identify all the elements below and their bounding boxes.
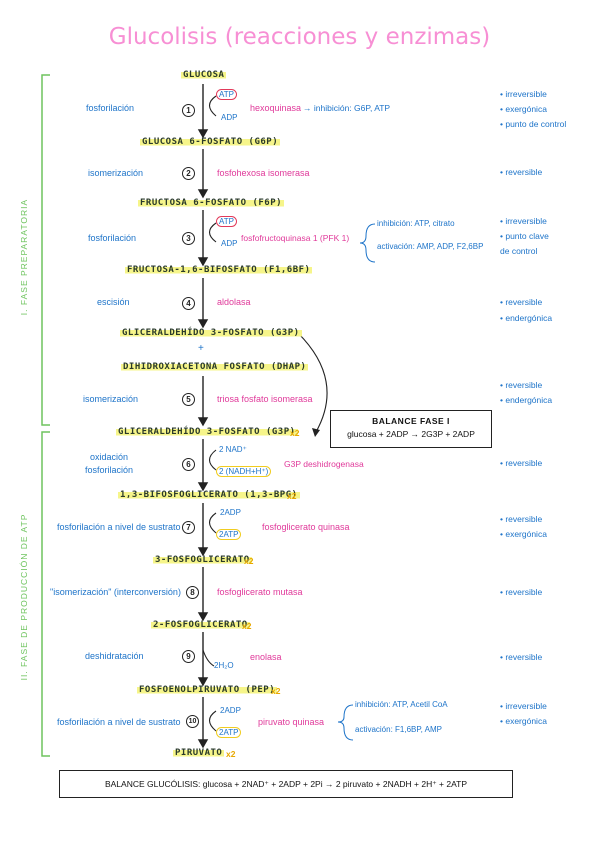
step-1-prop-1: • irreversible <box>500 89 547 99</box>
step-3-in: ATP <box>216 216 237 227</box>
x2-g3p: x2 <box>290 428 300 438</box>
step-5-prop-1: • reversible <box>500 380 543 390</box>
metabolite-glucosa: GLUCOSA <box>181 70 227 80</box>
step-8-enzyme: fosfoglicerato mutasa <box>217 587 303 597</box>
step-3-prop-2: • punto clave <box>500 231 549 241</box>
step-3-number: 3 <box>182 232 195 245</box>
balance-phase-1-title: BALANCE FASE I <box>372 416 450 426</box>
step-1-in: ATP <box>216 89 237 100</box>
step-1-prop-2: • exergónica <box>500 104 547 114</box>
step-3-activation: activación: AMP, ADP, F2,6BP <box>377 242 484 251</box>
step-6-reaction-2: fosforilación <box>85 465 134 475</box>
step-5-number: 5 <box>182 393 195 406</box>
step-8-reaction: "isomerización" (interconversión) <box>50 587 181 597</box>
step-5-prop-2: • endergónica <box>500 395 553 405</box>
step-1-out: ADP <box>221 113 238 122</box>
step-9-prop-1: • reversible <box>500 652 543 662</box>
step-10-enzyme: piruvato quinasa <box>258 717 325 727</box>
balance-phase-1-equation: glucosa + 2ADP → 2G3P + 2ADP <box>347 429 475 439</box>
metabolite-piruvato: PIRUVATO <box>173 748 225 758</box>
step-10-prop-1: • irreversible <box>500 701 547 711</box>
step-9-number: 9 <box>182 650 195 663</box>
step-4-number: 4 <box>182 297 195 310</box>
step-10-activation: activación: F1,6BP, AMP <box>355 725 443 734</box>
step-7-number: 7 <box>182 521 195 534</box>
metabolite-13bpg: 1,3-BIFOSFOGLICERATO (1,3-BPG) <box>118 490 300 500</box>
step-2-reaction: isomerización <box>88 168 144 178</box>
step-9-reaction: deshidratación <box>85 651 144 661</box>
step-6-reaction-1: oxidación <box>90 452 129 462</box>
plus-sign: + <box>198 343 204 354</box>
x2-13bpg: x2 <box>287 491 297 501</box>
step-8-number: 8 <box>186 586 199 599</box>
x2-2pg: x2 <box>242 621 252 631</box>
step-7-prop-1: • reversible <box>500 514 543 524</box>
metabolite-2pg: 2-FOSFOGLICERATO <box>151 620 250 630</box>
metabolite-3pg: 3-FOSFOGLICERATO <box>153 555 252 565</box>
phase-1-label: I. FASE PREPARATORIA <box>19 198 29 316</box>
metabolite-g3p-a: GLICERALDEHÍDO 3-FOSFATO (G3P) <box>120 328 302 338</box>
step-1-note: → inhibición: G6P, ATP <box>303 103 391 113</box>
step-2-prop-1: • reversible <box>500 167 543 177</box>
x2-piruvato: x2 <box>226 749 236 759</box>
step-8-prop-1: • reversible <box>500 587 543 597</box>
step-2-enzyme: fosfohexosa isomerasa <box>217 168 310 178</box>
step-10-reaction: fosforilación a nivel de sustrato <box>57 717 181 727</box>
step-9-out: 2H₂O <box>214 661 234 670</box>
step-7-out: 2ATP <box>216 529 242 540</box>
step-10-prop-2: • exergónica <box>500 716 547 726</box>
metabolite-g6p: GLUCOSA 6-FOSFATO (G6P) <box>140 137 281 147</box>
step-6-prop-1: • reversible <box>500 458 543 468</box>
balance-glycolysis: BALANCE GLUCÓLISIS: glucosa + 2NAD⁺ + 2A… <box>59 770 513 798</box>
step-1-prop-3: • punto de control <box>500 119 567 129</box>
step-1-number: 1 <box>182 104 195 117</box>
step-7-in: 2ADP <box>220 508 241 517</box>
metabolite-pep: FOSFOENOLPIRUVATO (PEP) <box>137 685 278 695</box>
step-9-enzyme: enolasa <box>250 652 282 662</box>
metabolite-dhap: DIHIDROXIACETONA FOSFATO (DHAP) <box>121 362 309 372</box>
step-1-reaction: fosforilación <box>86 103 135 113</box>
step-4-enzyme: aldolasa <box>217 297 251 307</box>
step-10-inhibition: inhibición: ATP, Acetil CoA <box>355 700 448 709</box>
step-3-prop-1: • irreversible <box>500 216 547 226</box>
step-6-enzyme: G3P deshidrogenasa <box>284 459 364 469</box>
step-1-enzyme: hexoquinasa <box>250 103 302 113</box>
step-10-number: 10 <box>186 715 199 728</box>
x2-3pg: x2 <box>244 556 254 566</box>
step-3-inhibition: inhibición: ATP, citrato <box>377 219 455 228</box>
step-3-out: ADP <box>221 239 238 248</box>
x2-pep: x2 <box>271 686 281 696</box>
step-10-in: 2ADP <box>220 706 241 715</box>
metabolite-g3p-b: GLICERALDEHÍDO 3-FOSFATO (G3P) <box>116 427 298 437</box>
step-3-reaction: fosforilación <box>88 233 137 243</box>
step-7-enzyme: fosfoglicerato quinasa <box>262 522 350 532</box>
step-4-prop-1: • reversible <box>500 297 543 307</box>
step-7-reaction: fosforilación a nivel de sustrato <box>57 522 181 532</box>
phase-2-label: II. FASE DE PRODUCCIÓN DE ATP <box>19 513 29 681</box>
step-6-out: 2 (NADH+H⁺) <box>216 466 272 477</box>
step-3-enzyme: fosfofructoquinasa 1 (PFK 1) <box>241 233 350 243</box>
metabolite-f16bp: FRUCTOSA-1,6-BIFOSFATO (F1,6BF) <box>125 265 313 275</box>
balance-phase-1: BALANCE FASE I glucosa + 2ADP → 2G3P + 2… <box>330 410 492 448</box>
step-5-enzyme: triosa fosfato isomerasa <box>217 394 313 404</box>
step-5-reaction: isomerización <box>83 394 139 404</box>
step-6-in: 2 NAD⁺ <box>219 445 247 454</box>
step-3-prop-3: de control <box>500 246 538 256</box>
step-7-prop-2: • exergónica <box>500 529 547 539</box>
step-4-prop-2: • endergónica <box>500 313 553 323</box>
step-6-number: 6 <box>182 458 195 471</box>
metabolite-f6p: FRUCTOSA 6-FOSFATO (F6P) <box>138 198 285 208</box>
page-title: Glucolisis (reacciones y enzimas) <box>108 24 491 50</box>
step-2-number: 2 <box>182 167 195 180</box>
step-10-out: 2ATP <box>216 727 242 738</box>
step-4-reaction: escisión <box>97 297 130 307</box>
